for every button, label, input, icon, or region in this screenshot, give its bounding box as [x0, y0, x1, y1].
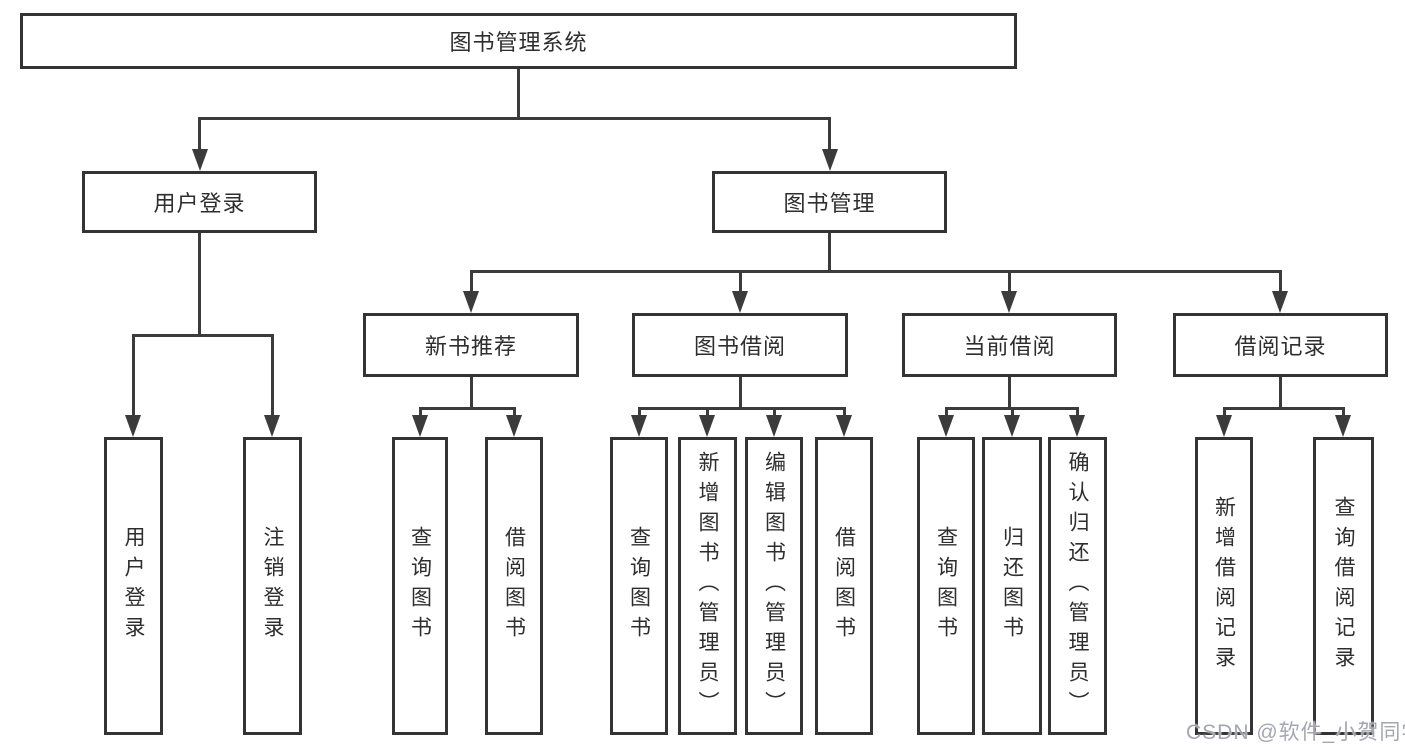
- connector-drop: [1223, 407, 1226, 417]
- leaf-records-query-label: 查询借阅记录: [1332, 496, 1355, 676]
- node-book-borrow: 图书借阅: [632, 313, 848, 377]
- connector-userlogin-branch: [132, 334, 274, 337]
- arrowhead: [836, 415, 852, 437]
- arrowhead: [938, 415, 954, 437]
- arrowhead: [506, 415, 522, 437]
- connector-userlogin-stem: [198, 233, 201, 337]
- node-current-borrow: 当前借阅: [902, 313, 1117, 377]
- arrowhead-leaf-login: [125, 415, 141, 437]
- arrowhead: [766, 415, 782, 437]
- connector-newbooks-branch: [419, 407, 515, 410]
- connector-bookborrow-stem: [739, 377, 742, 409]
- node-current-borrow-label: 当前借阅: [963, 334, 1056, 359]
- connector-borrowrecords-stem: [1279, 377, 1282, 409]
- leaf-current-query: 查询图书: [917, 437, 975, 735]
- leaf-user-login-label: 用户登录: [122, 526, 145, 646]
- arrowhead-book-mgmt: [822, 149, 838, 171]
- arrowhead: [1069, 415, 1085, 437]
- leaf-records-query: 查询借阅记录: [1313, 437, 1374, 735]
- node-new-books: 新书推荐: [363, 313, 579, 377]
- connector-drop-borrow-records: [1279, 270, 1282, 293]
- arrowhead-book-borrow: [732, 291, 748, 313]
- leaf-logout-label: 注销登录: [261, 526, 284, 646]
- connector-currentborrow-stem: [1008, 377, 1011, 409]
- connector-drop: [638, 407, 641, 417]
- arrowhead: [412, 415, 428, 437]
- leaf-borrow-add-admin-label: 新增图书（管理员）: [696, 451, 719, 721]
- connector-drop: [1076, 407, 1079, 417]
- leaf-borrow-add-admin: 新增图书（管理员）: [678, 437, 737, 735]
- arrowhead-user-login: [192, 149, 208, 171]
- leaf-current-confirm-admin: 确认归还（管理员）: [1048, 437, 1107, 735]
- connector-drop: [1342, 407, 1345, 417]
- connector-bookmgmt-stem: [828, 233, 831, 273]
- node-user-login: 用户登录: [82, 171, 317, 233]
- connector-root-stem: [517, 69, 520, 118]
- connector-drop: [706, 407, 709, 417]
- arrowhead: [631, 415, 647, 437]
- node-book-borrow-label: 图书借阅: [693, 334, 786, 359]
- leaf-logout: 注销登录: [243, 437, 302, 735]
- node-borrow-records-label: 借阅记录: [1234, 334, 1327, 359]
- node-book-mgmt: 图书管理: [712, 171, 947, 233]
- connector-drop: [1011, 407, 1014, 417]
- node-book-mgmt-label: 图书管理: [783, 191, 876, 216]
- leaf-newbooks-borrow-label: 借阅图书: [502, 526, 526, 646]
- connector-drop: [513, 407, 516, 417]
- connector-newbooks-stem: [470, 377, 473, 409]
- leaf-records-add-label: 新增借阅记录: [1212, 496, 1236, 676]
- node-borrow-records: 借阅记录: [1173, 313, 1388, 377]
- csdn-watermark: CSDN @软件_小贺同学: [1186, 721, 1405, 744]
- arrowhead: [1216, 415, 1232, 437]
- connector-drop-current-borrow: [1008, 270, 1011, 293]
- arrowhead: [1004, 415, 1020, 437]
- connector-drop-book-mgmt: [828, 117, 831, 150]
- node-new-books-label: 新书推荐: [424, 334, 517, 359]
- leaf-borrow-query: 查询图书: [610, 437, 668, 735]
- connector-drop: [945, 407, 948, 417]
- connector-drop-user-login: [198, 117, 201, 150]
- leaf-current-confirm-admin-label: 确认归还（管理员）: [1066, 451, 1089, 721]
- leaf-borrow-edit-admin: 编辑图书（管理员）: [745, 437, 803, 735]
- connector-drop-leaf-logout: [271, 334, 274, 415]
- leaf-borrow-borrow-label: 借阅图书: [832, 526, 856, 646]
- connector-drop-leaf-login: [132, 334, 135, 415]
- leaf-current-return-label: 归还图书: [1000, 526, 1024, 646]
- connector-drop: [843, 407, 846, 417]
- connector-borrowrecords-branch: [1223, 407, 1344, 410]
- connector-drop: [773, 407, 776, 417]
- leaf-newbooks-query-label: 查询图书: [408, 526, 432, 646]
- connector-drop-book-borrow: [739, 270, 742, 293]
- leaf-newbooks-borrow: 借阅图书: [485, 437, 543, 735]
- leaf-records-add: 新增借阅记录: [1195, 437, 1253, 735]
- connector-drop-new-books: [470, 270, 473, 293]
- connector-bookmgmt-branch: [470, 270, 1281, 273]
- arrowhead-current-borrow: [1001, 291, 1017, 313]
- leaf-borrow-borrow: 借阅图书: [815, 437, 873, 735]
- arrowhead-borrow-records: [1272, 291, 1288, 313]
- leaf-borrow-edit-admin-label: 编辑图书（管理员）: [762, 451, 786, 721]
- node-root: 图书管理系统: [20, 13, 1017, 69]
- leaf-current-query-label: 查询图书: [934, 526, 958, 646]
- arrowhead-leaf-logout: [264, 415, 280, 437]
- leaf-borrow-query-label: 查询图书: [627, 526, 651, 646]
- node-user-login-label: 用户登录: [153, 191, 246, 216]
- leaf-user-login: 用户登录: [104, 437, 163, 735]
- connector-root-branch: [198, 117, 831, 120]
- node-root-label: 图书管理系统: [449, 30, 588, 55]
- connector-drop: [419, 407, 422, 417]
- arrowhead-new-books: [463, 291, 479, 313]
- leaf-current-return: 归还图书: [982, 437, 1042, 735]
- arrowhead: [699, 415, 715, 437]
- leaf-newbooks-query: 查询图书: [392, 437, 448, 735]
- connector-bookborrow-branch: [638, 407, 845, 410]
- arrowhead: [1335, 415, 1351, 437]
